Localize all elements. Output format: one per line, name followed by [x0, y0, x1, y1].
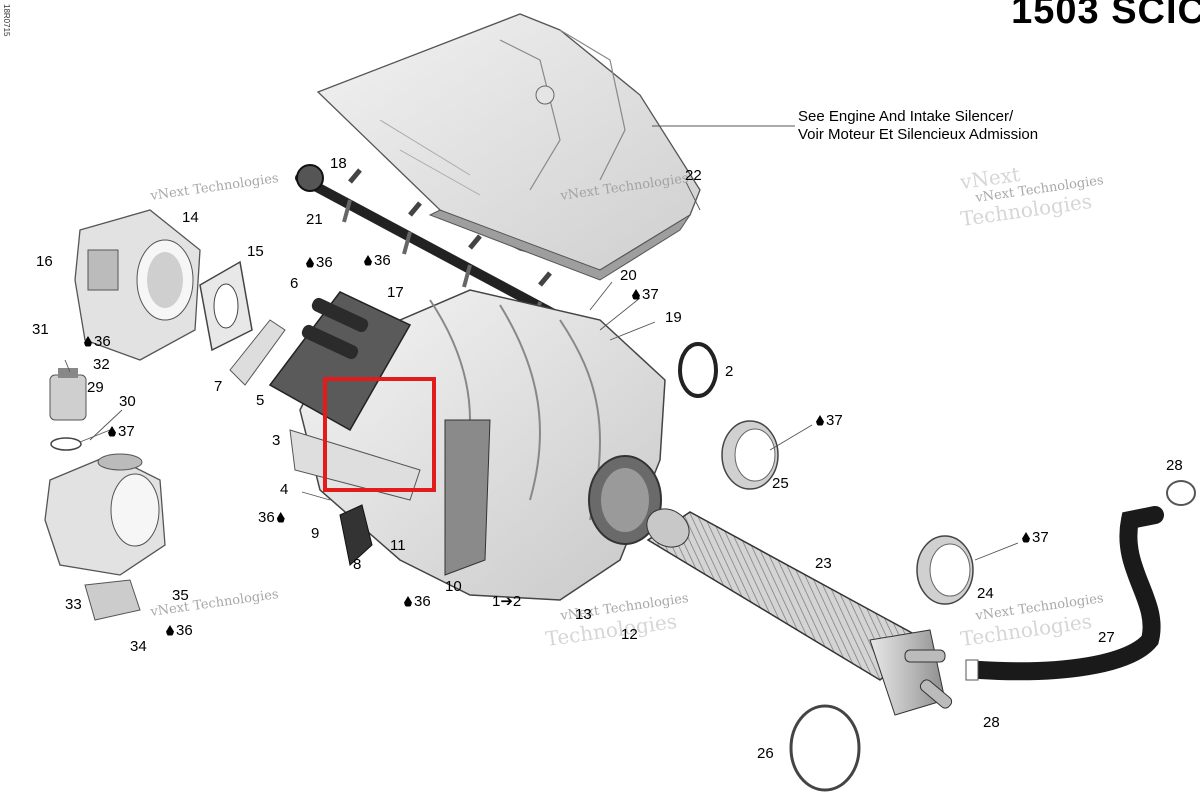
lubricant-drop-icon: [108, 426, 116, 437]
sensor-33: [84, 579, 141, 621]
callout-11: 11: [390, 537, 406, 554]
callout-23: 23: [815, 555, 832, 572]
callout-8: 8: [353, 556, 362, 573]
lubricant-drop-icon: [404, 596, 412, 607]
callout-25: 25: [772, 475, 789, 492]
lubricant-drop-icon: [306, 257, 314, 268]
highlight-box: [323, 377, 436, 492]
lubricant-drop-icon: [84, 336, 92, 347]
callout-4: 4: [280, 481, 289, 498]
callout-32: 32: [93, 356, 110, 373]
callout-36: 36: [258, 510, 287, 525]
callout-37: 37: [632, 287, 659, 302]
callout-30: 30: [119, 393, 136, 410]
callout-12: 12: [621, 626, 638, 643]
callout-15: 15: [247, 243, 264, 260]
intake-cover: [316, 13, 701, 281]
callout-7: 7: [214, 378, 223, 395]
clamp-28-top: [1166, 480, 1196, 506]
fuel-rail: [295, 164, 585, 333]
throttle-body-upper: [74, 209, 201, 361]
callout-37: 37: [108, 424, 135, 439]
intake-manifold: [299, 289, 666, 601]
sensor-8: [339, 504, 373, 566]
callout-28: 28: [1166, 457, 1183, 474]
callout-6: 6: [290, 275, 299, 292]
leader-lines: [64, 125, 1019, 561]
model-title: 1503 SCIC: [1011, 0, 1200, 32]
callout-33: 33: [65, 596, 82, 613]
lubricant-drop-icon: [166, 625, 174, 636]
callout-13: 13: [575, 606, 592, 623]
lubricant-drop-icon: [816, 415, 824, 426]
callout-2: 2: [725, 363, 734, 380]
callout-14: 14: [182, 209, 199, 226]
note-line-1: See Engine And Intake Silencer/: [798, 108, 1014, 125]
callout-10: 10: [445, 578, 462, 595]
callout-17: 17: [387, 284, 404, 301]
gasket-15: [199, 260, 253, 352]
note-line-2: Voir Moteur Et Silencieux Admission: [798, 126, 1039, 143]
callout-37: 37: [1022, 530, 1049, 545]
callout-19: 19: [665, 309, 682, 326]
callout-34: 34: [130, 638, 147, 655]
hose-27: [971, 506, 1164, 681]
callout-37: 37: [816, 413, 843, 428]
callout-36: 36: [364, 253, 391, 268]
o-ring-30: [50, 437, 82, 451]
callout-31: 31: [32, 321, 49, 338]
callout-28: 28: [983, 714, 1000, 731]
coupling-25: [721, 420, 779, 490]
callout-35: 35: [172, 587, 189, 604]
callout-29: 29: [87, 379, 104, 396]
idle-valve: [49, 368, 87, 421]
lubricant-drop-icon: [1022, 532, 1030, 543]
callout-16: 16: [36, 253, 53, 270]
clamp-28-bottom: [965, 659, 979, 681]
callout-36: 36: [166, 623, 193, 638]
lubricant-drop-icon: [364, 255, 372, 266]
lubricant-drop-icon: [632, 289, 640, 300]
reference-code: 18R0715: [2, 4, 11, 37]
callout-36: 36: [306, 255, 333, 270]
lubricant-drop-icon: [276, 512, 285, 523]
callout-3: 3: [272, 432, 281, 449]
o-ring-2: [678, 342, 718, 398]
callout-27: 27: [1098, 629, 1115, 646]
callout-9: 9: [311, 525, 320, 542]
callout-36: 36: [404, 594, 431, 609]
coupling-24: [916, 535, 974, 605]
callout-24: 24: [977, 585, 994, 602]
see-note: See Engine And Intake Silencer/ Voir Mot…: [798, 108, 1038, 144]
callout-22: 22: [685, 167, 702, 184]
callout-1-to-2: 1➔2: [492, 593, 522, 610]
clamp-26: [789, 704, 861, 792]
callout-18: 18: [330, 155, 347, 172]
bracket: [289, 429, 421, 501]
callout-36: 36: [84, 334, 111, 349]
callout-26: 26: [757, 745, 774, 762]
callout-5: 5: [256, 392, 265, 409]
callout-20: 20: [620, 267, 637, 284]
callout-21: 21: [306, 211, 323, 228]
throttle-body-lower: [44, 453, 166, 576]
part-7: [229, 319, 286, 386]
intercooler: [646, 508, 953, 716]
